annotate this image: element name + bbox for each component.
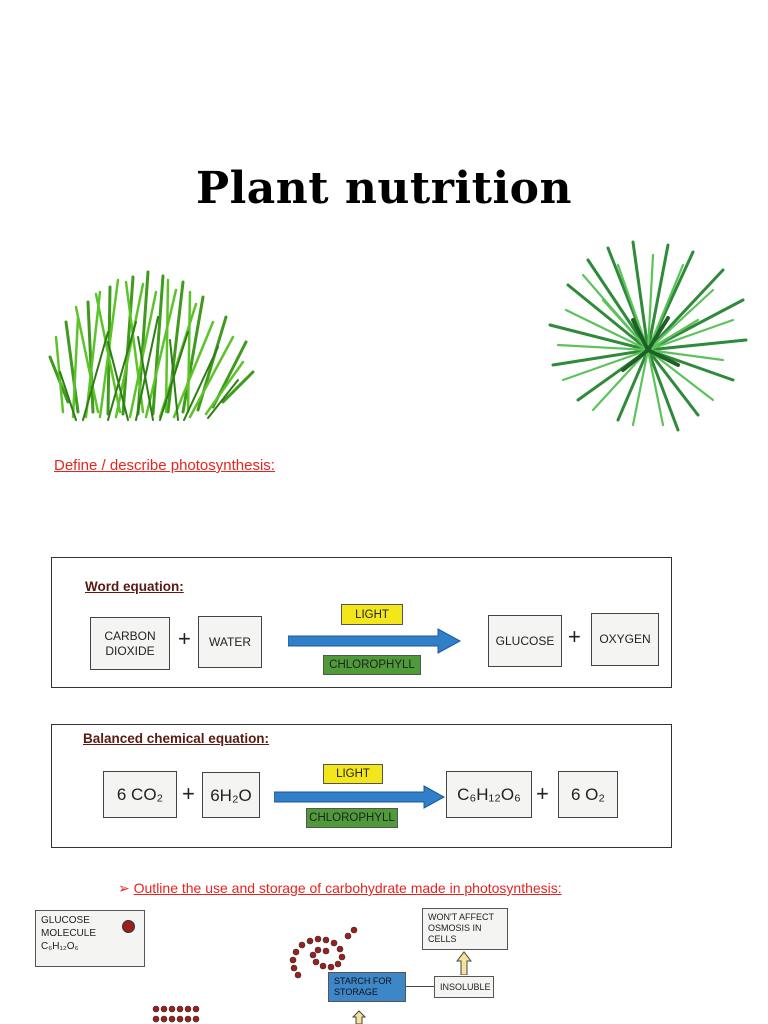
reactant-6h2o: 6H₂O: [202, 772, 260, 818]
insoluble-box: INSOLUBLE: [434, 976, 494, 998]
chemical-equation-heading: Balanced chemical equation:: [83, 731, 270, 746]
osmosis-note-box: WON'T AFFECT OSMOSIS IN CELLS: [422, 908, 508, 950]
glucose-chain-icon: [152, 1005, 200, 1023]
plus-sign: +: [536, 781, 549, 806]
plus-sign: +: [568, 624, 581, 649]
plus-sign: +: [178, 626, 191, 651]
up-arrow-icon: [456, 951, 472, 975]
product-6o2: 6 O₂: [558, 771, 618, 818]
product-glucose: GLUCOSE: [488, 615, 562, 667]
starch-chain-icon: [289, 926, 358, 979]
condition-chlorophyll: CHLOROPHYLL: [323, 655, 421, 675]
condition-chlorophyll: CHLOROPHYLL: [306, 808, 398, 828]
word-equation-panel: Word equation: CARBON DIOXIDE + WATER LI…: [51, 557, 672, 688]
product-glucose-formula: C₆H₁₂O₆: [446, 771, 532, 818]
glucose-molecule-box: GLUCOSE MOLECULE C₆H₁₂O₆: [35, 910, 145, 967]
carbohydrate-use-prompt: ➢ Outline the use and storage of carbohy…: [118, 880, 562, 897]
chemical-equation-panel: Balanced chemical equation: 6 CO₂ + 6H₂O…: [51, 724, 672, 848]
glucose-molecule-label: GLUCOSE MOLECULE: [41, 915, 97, 939]
define-photosynthesis-prompt: Define / describe photosynthesis:: [54, 457, 275, 474]
glucose-formula: C₆H₁₂O₆: [41, 941, 79, 952]
up-arrow-icon: [352, 1010, 366, 1024]
plus-sign: +: [182, 781, 195, 806]
connector-line: [406, 986, 434, 987]
arrow-bullet-icon: ➢: [118, 880, 134, 896]
starch-storage-box: STARCH FOR STORAGE: [328, 972, 406, 1002]
grass-clump-image: [48, 270, 255, 421]
reactant-water: WATER: [198, 616, 262, 668]
reactant-carbon-dioxide: CARBON DIOXIDE: [90, 617, 170, 670]
glucose-dot-icon: [122, 920, 135, 933]
page-title: Plant nutrition: [195, 163, 573, 214]
word-equation-heading: Word equation:: [85, 579, 184, 594]
condition-light: LIGHT: [323, 764, 383, 784]
carbohydrate-use-text: Outline the use and storage of carbohydr…: [133, 880, 562, 896]
reaction-arrow-icon: [274, 785, 446, 809]
reactant-6co2: 6 CO₂: [103, 771, 177, 818]
reaction-arrow-icon: [288, 628, 462, 654]
condition-light: LIGHT: [341, 604, 403, 625]
product-oxygen: OXYGEN: [591, 613, 659, 666]
spiky-plant-image: [548, 240, 748, 432]
